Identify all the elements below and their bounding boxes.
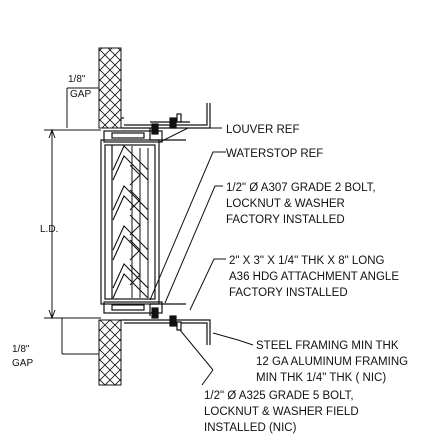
bolt-a307-line-1: 1/2" Ø A307 GRADE 2 BOLT,: [226, 182, 376, 194]
bolt-a325-line-1: 1/2" Ø A325 GRADE 5 BOLT,: [204, 390, 354, 402]
gap-top-value: 1/8": [68, 74, 86, 85]
angle-line-1: 2" X 3" X 1/4" THK X 8" LONG: [229, 255, 385, 267]
ld-dimension: [44, 128, 101, 320]
gap-bottom-dimension: [61, 318, 99, 355]
gap-top-word: GAP: [70, 89, 91, 100]
leader-lines: [149, 127, 254, 386]
waterstop: [129, 146, 149, 298]
wall-bottom: [98, 319, 122, 386]
steel-framing-line-2: 12 GA ALUMINUM FRAMING: [256, 356, 408, 368]
louver-ref-label: LOUVER REF: [226, 124, 300, 136]
louver-blades: [112, 145, 149, 299]
gap-bottom-value: 1/8": [12, 344, 30, 355]
angle-line-2: A36 HDG ATTACHMENT ANGLE: [229, 271, 399, 283]
bolt-a325-line-2: LOCKNUT & WASHER FIELD: [204, 406, 359, 418]
bolt-a307-line-2: LOCKNUT & WASHER: [226, 198, 345, 210]
wall-top: [98, 47, 122, 129]
bolt-a325-line-3: INSTALLED (NIC): [204, 422, 297, 434]
angle-line-3: FACTORY INSTALLED: [229, 287, 348, 299]
attachment-angle-top: [149, 113, 190, 141]
steel-framing-top: [121, 103, 211, 129]
louver-frame: [100, 130, 163, 314]
steel-framing-bottom: [121, 319, 211, 345]
ld-label: L.D.: [40, 224, 58, 235]
bolt-a307-line-3: FACTORY INSTALLED: [226, 214, 345, 226]
waterstop-ref-label: WATERSTOP REF: [226, 148, 323, 160]
gap-bottom-word: GAP: [12, 358, 33, 369]
steel-framing-line-3: MIN THK 1/4" THK ( NIC): [256, 372, 386, 384]
gap-top-dimension: [66, 87, 100, 128]
attachment-angle-bottom: [149, 303, 186, 331]
steel-framing-line-1: STEEL FRAMING MIN THK: [256, 340, 399, 352]
